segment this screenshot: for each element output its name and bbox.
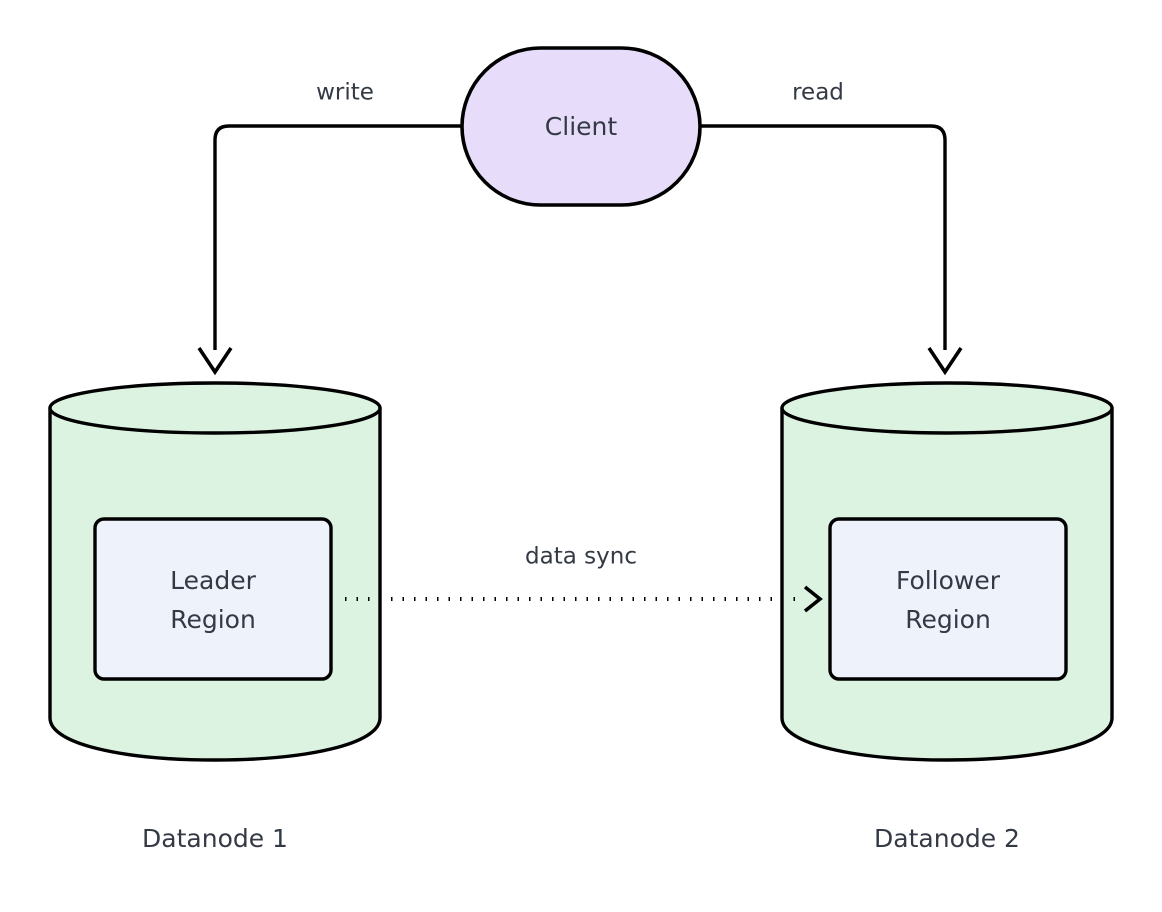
client-node-shape [460,46,702,207]
leader-region-label-line2: Region [170,605,256,634]
edge-write-label: write [316,80,374,106]
leader-region-label-line1: Leader [170,566,256,595]
edge-read-label: read [792,80,844,106]
edge-data-sync-label: data sync [525,544,637,570]
client-node-label: Client [545,112,618,141]
client-node[interactable]: Client [460,46,702,207]
datanode-2-top-ellipse [780,381,1114,435]
edge-write-path [213,124,462,350]
edge-read-path [700,124,947,350]
follower-region-rect [828,517,1068,681]
edge-write[interactable] [197,124,462,376]
follower-region-box[interactable]: Follower Region [828,517,1068,681]
edge-data-sync-arrowhead-icon [803,585,823,613]
edge-write-arrowhead-icon [197,347,233,376]
datanode-1-caption: Datanode 1 [142,824,288,853]
follower-region-label-line1: Follower [896,566,1001,595]
edge-data-sync[interactable] [345,585,823,613]
follower-region-label-line2: Region [905,605,991,634]
datanode-1-top-ellipse [48,381,382,435]
leader-region-box[interactable]: Leader Region [93,517,333,681]
edge-read[interactable] [700,124,963,376]
leader-region-rect [93,517,333,681]
datanode-2-caption: Datanode 2 [874,824,1020,853]
edge-read-arrowhead-icon [927,347,963,376]
